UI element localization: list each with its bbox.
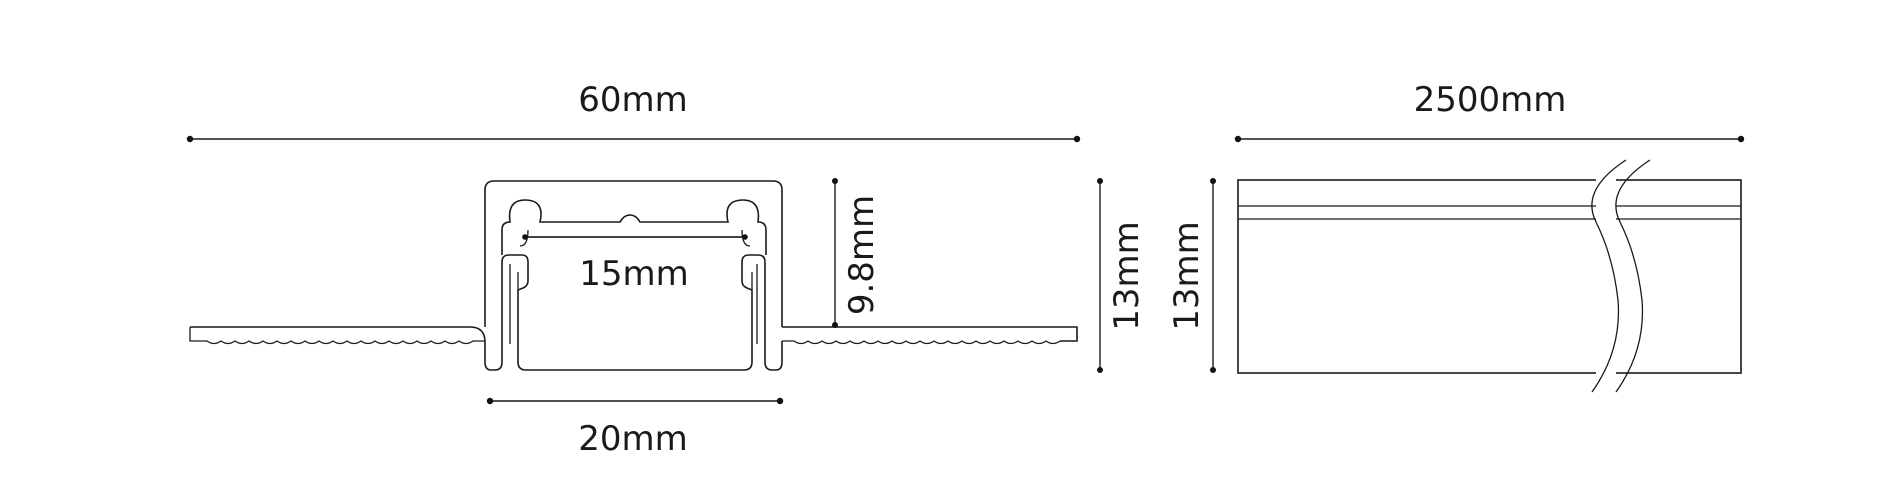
profile-height-label: 13mm [1107,221,1147,331]
break-line-left [1591,159,1627,393]
dimension-side-height: 13mm [1167,178,1216,373]
left-flange-serration [189,327,485,345]
profile-side-bar [1237,159,1742,393]
dimension-total-width: 60mm [186,80,1081,143]
length-label: 2500mm [1414,80,1567,120]
side-height-label: 13mm [1167,221,1207,331]
dimension-inner-depth: 9.8mm [832,178,882,328]
break-line-right [1615,159,1651,393]
total-width-label: 60mm [578,80,688,120]
channel-inner-label: 15mm [579,254,689,294]
dimension-channel-inner: 15mm [522,234,748,294]
dimension-profile-height: 13mm [1097,178,1147,373]
cross-section-view: 60mm [186,80,1147,459]
side-view: 2500mm 13mm [1167,80,1745,393]
channel-outer-label: 20mm [578,419,688,459]
dimension-length: 2500mm [1234,80,1745,143]
dimension-channel-outer: 20mm [486,397,784,459]
right-flange-serration [782,340,1061,345]
inner-depth-label: 9.8mm [842,195,882,315]
